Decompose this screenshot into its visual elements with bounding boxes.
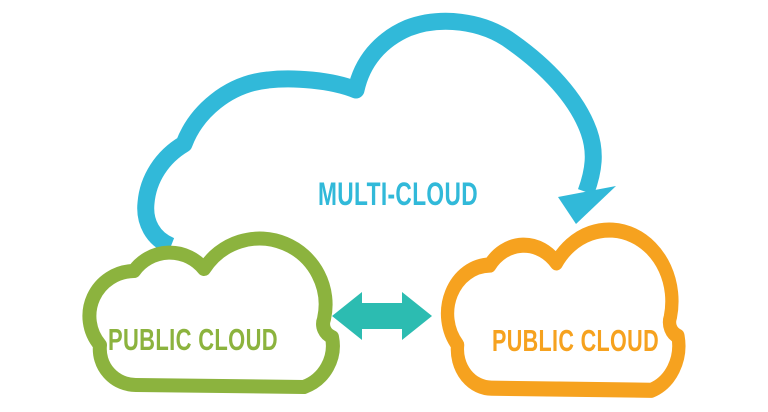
multi-cloud-label: MULTI-CLOUD	[318, 176, 478, 212]
public-cloud-left-label: PUBLIC CLOUD	[108, 322, 278, 357]
public-cloud-right-outline-icon	[440, 222, 686, 398]
multi-cloud-arrowhead-icon	[558, 186, 616, 224]
public-cloud-right-label: PUBLIC CLOUD	[492, 323, 659, 358]
multi-cloud-outline-icon	[137, 12, 602, 254]
public-cloud-left-outline-icon	[82, 231, 340, 394]
bidirectional-arrow-icon	[332, 292, 432, 340]
